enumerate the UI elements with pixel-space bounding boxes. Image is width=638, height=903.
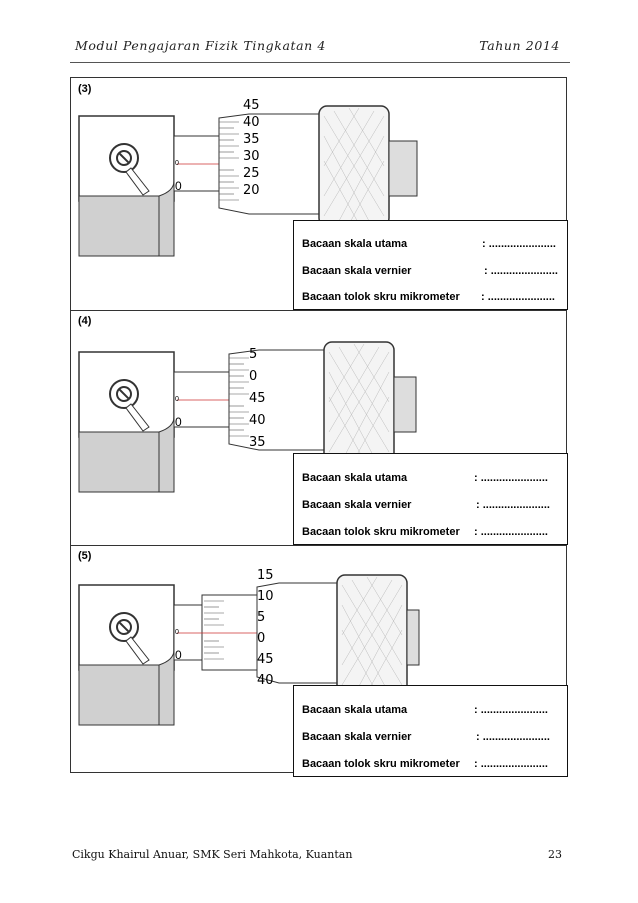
- answer-blank[interactable]: : ......................: [484, 265, 558, 277]
- header-title: Modul Pengajaran Fizik Tingkatan 4: [75, 38, 326, 53]
- sleeve-scale-bottom: 0: [175, 415, 182, 429]
- thimble-number: 45: [257, 652, 274, 667]
- thimble-scale: 5 0 45 40 35: [249, 344, 266, 454]
- row-4: (4): [71, 310, 568, 545]
- answer-label: Bacaan skala vernier: [302, 499, 412, 511]
- answer-row: Bacaan tolok skru mikrometer : ..........…: [302, 291, 555, 303]
- thimble-number: 0: [249, 369, 258, 384]
- row-label: (5): [78, 550, 92, 562]
- micrometer-illustration: [78, 574, 420, 726]
- answer-label: Bacaan skala utama: [302, 704, 408, 716]
- sleeve-scale-top: 0: [175, 160, 179, 167]
- thimble-number: 5: [257, 610, 266, 625]
- sleeve: [173, 371, 230, 428]
- answer-row: Bacaan skala utama : ....................…: [302, 704, 548, 716]
- thimble-scale: 45 40 35 30 25 20: [243, 97, 260, 198]
- answer-label: Bacaan tolok skru mikrometer: [302, 758, 460, 770]
- frame-body: [78, 351, 175, 493]
- row-label: (3): [78, 83, 92, 95]
- answer-row: Bacaan skala vernier : ..................…: [302, 731, 550, 743]
- answer-label: Bacaan skala vernier: [302, 731, 412, 743]
- micrometer-illustration: [78, 105, 418, 257]
- thimble-number: 10: [257, 589, 274, 604]
- answer-blank[interactable]: : ......................: [481, 291, 555, 303]
- sleeve-scale-top: 0: [175, 629, 179, 636]
- thimble-scale: 15 10 5 0 45 40: [257, 565, 274, 688]
- answer-label: Bacaan tolok skru mikrometer: [302, 526, 460, 538]
- thimble: [228, 349, 325, 451]
- row-5: (5): [71, 545, 568, 777]
- row-label: (4): [78, 315, 92, 327]
- header-year: Tahun 2014: [479, 38, 560, 53]
- header-divider: [70, 62, 570, 63]
- sleeve-scale-bottom: 0: [175, 648, 182, 662]
- ratchet: [336, 574, 420, 696]
- answer-label: Bacaan skala utama: [302, 472, 408, 484]
- thimble-number: 45: [249, 391, 266, 406]
- answer-label: Bacaan tolok skru mikrometer: [302, 291, 460, 303]
- frame-body: [78, 584, 175, 726]
- thimble-number: 15: [257, 568, 274, 583]
- row-3: (3): [71, 78, 568, 310]
- answer-row: Bacaan skala utama : ....................…: [302, 238, 556, 250]
- sleeve: [173, 135, 220, 192]
- answer-box: Bacaan skala utama : ....................…: [293, 453, 568, 545]
- exercise-frame: (3): [70, 77, 568, 777]
- answer-blank[interactable]: : ......................: [474, 704, 548, 716]
- thimble-number: 30: [243, 149, 260, 164]
- answer-row: Bacaan tolok skru mikrometer : ..........…: [302, 526, 548, 538]
- answer-box: Bacaan skala utama : ....................…: [293, 220, 568, 310]
- answer-label: Bacaan skala utama: [302, 238, 408, 250]
- answer-blank[interactable]: : ......................: [474, 526, 548, 538]
- answer-blank[interactable]: : ......................: [476, 499, 550, 511]
- row-divider: [71, 310, 566, 311]
- ratchet: [323, 341, 417, 463]
- thimble: [218, 113, 320, 215]
- thimble-number: 40: [249, 413, 266, 428]
- frame-body: [78, 115, 175, 257]
- answer-blank[interactable]: : ......................: [474, 758, 548, 770]
- thimble-number: 0: [257, 631, 266, 646]
- thimble-number: 25: [243, 166, 260, 181]
- thimble-number: 35: [243, 132, 260, 147]
- thimble-number: 35: [249, 435, 266, 450]
- answer-box: Bacaan skala utama : ....................…: [293, 685, 568, 777]
- answer-row: Bacaan tolok skru mikrometer : ..........…: [302, 758, 548, 770]
- ratchet: [318, 105, 418, 227]
- thimble-number: 40: [243, 115, 260, 130]
- page-number: 23: [548, 848, 562, 861]
- answer-row: Bacaan skala vernier : ..................…: [302, 499, 550, 511]
- thimble-number: 40: [257, 673, 274, 688]
- sleeve-scale-top: 0: [175, 396, 179, 403]
- answer-blank[interactable]: : ......................: [482, 238, 556, 250]
- answer-row: Bacaan skala utama : ....................…: [302, 472, 548, 484]
- row-divider: [71, 545, 566, 546]
- answer-row: Bacaan skala vernier : ..................…: [302, 265, 558, 277]
- answer-blank[interactable]: : ......................: [474, 472, 548, 484]
- thimble-number: 20: [243, 182, 260, 198]
- answer-blank[interactable]: : ......................: [476, 731, 550, 743]
- sleeve: [173, 594, 258, 671]
- footer-author: Cikgu Khairul Anuar, SMK Seri Mahkota, K…: [72, 848, 353, 861]
- thimble-number: 45: [243, 98, 260, 113]
- answer-label: Bacaan skala vernier: [302, 265, 412, 277]
- sleeve-scale-bottom: 0: [175, 179, 182, 193]
- thimble-number: 5: [249, 347, 258, 362]
